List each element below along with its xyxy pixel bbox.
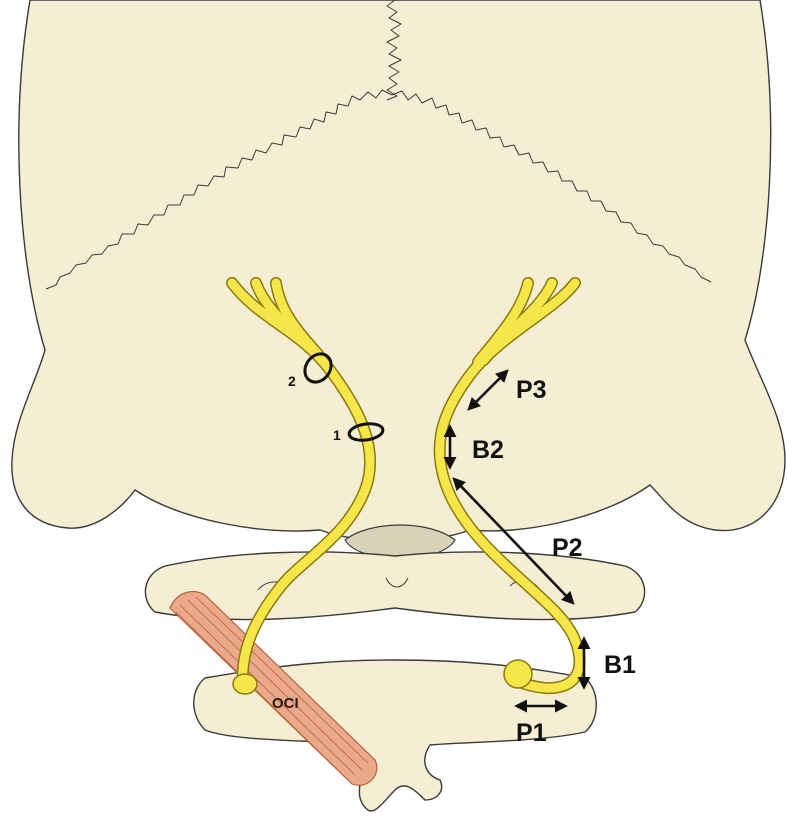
segment-label-p3: P3 — [516, 376, 547, 404]
skull-outline — [12, 0, 785, 541]
segment-label-b1: B1 — [604, 651, 636, 679]
root-bulb-left — [233, 674, 257, 694]
root-bulb-right — [504, 660, 532, 688]
site-label-1: 1 — [333, 427, 341, 443]
skull — [12, 0, 785, 559]
segment-label-b2: B2 — [472, 436, 504, 464]
segment-label-p1: P1 — [516, 719, 547, 747]
muscle-label: OCI — [272, 695, 299, 712]
segment-b1: B1 — [584, 640, 636, 686]
segment-label-p2: P2 — [552, 534, 583, 562]
site-label-2: 2 — [288, 373, 296, 389]
